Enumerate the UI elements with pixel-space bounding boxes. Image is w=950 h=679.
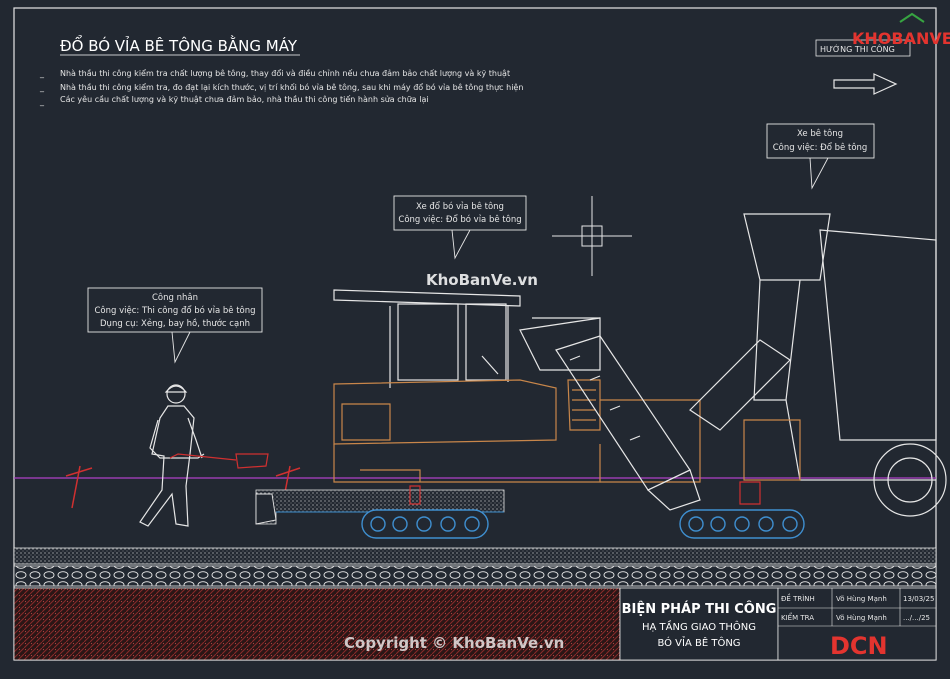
tb-row2-name: Võ Hùng Mạnh — [836, 614, 887, 622]
direction-label: HƯỚNG THI CÔNG — [820, 43, 895, 54]
callout-mixer-line1: Xe bê tông — [797, 128, 843, 139]
tb-sub-title-1: HẠ TẦNG GIAO THÔNG — [642, 619, 756, 633]
callout-mixer: Xe bê tông Công việc: Đổ bê tông — [766, 123, 875, 190]
watermark-center: KhoBanVe.vn — [426, 271, 538, 289]
hatch-area — [13, 587, 621, 661]
tb-row1-date: 13/03/25 — [903, 595, 934, 603]
note-bullet-2: _ — [39, 83, 45, 92]
callout-worker-line2: Công việc: Thi công đổ bó vỉa bê tông — [94, 305, 255, 316]
callout-worker: Công nhân Công việc: Thi công đổ bó vỉa … — [87, 287, 263, 364]
callout-paver: Xe đổ bó vỉa bê tông Công việc: Đổ bó vỉ… — [393, 195, 527, 260]
tb-main-title: BIỆN PHÁP THI CÔNG — [622, 601, 777, 617]
curb-paver-machine — [333, 289, 701, 505]
tb-row2-role: KIỂM TRA — [781, 612, 814, 622]
drawing-title: ĐỔ BÓ VỈA BÊ TÔNG BẰNG MÁY — [60, 34, 298, 55]
note-3: Các yêu cầu chất lượng và kỹ thuật chưa … — [60, 94, 429, 105]
curb-block — [255, 489, 505, 525]
paver-chute — [555, 335, 701, 511]
tb-row1-role: ĐỀ TRÌNH — [781, 593, 815, 603]
watermark-copyright: Copyright © KhoBanVe.vn — [344, 634, 564, 652]
callout-worker-line3: Dụng cụ: Xẻng, bay hồ, thước cạnh — [100, 318, 250, 329]
tb-sub-title-2: BÓ VỈA BÊ TÔNG — [657, 635, 740, 649]
crawler-tracks — [361, 509, 805, 539]
company-logo: DCN — [830, 632, 888, 660]
logo-text: KHOBANVE — [852, 29, 950, 48]
ground-layer-sand — [13, 547, 937, 565]
tb-row2-date: .../.../25 — [903, 614, 930, 622]
callout-paver-line1: Xe đổ bó vỉa bê tông — [416, 201, 504, 212]
note-bullet-1: _ — [39, 69, 45, 78]
tb-row1-name: Võ Hùng Mạnh — [836, 595, 887, 603]
callout-paver-line2: Công việc: Đổ bó vỉa bê tông — [398, 214, 521, 225]
callout-worker-line1: Công nhân — [152, 292, 198, 303]
direction-indicator: HƯỚNG THI CÔNG — [815, 39, 911, 95]
callout-mixer-line2: Công việc: Đổ bê tông — [773, 142, 868, 153]
cad-crosshair-icon — [552, 196, 632, 276]
ground-layer-gravel — [13, 565, 937, 587]
worker-figure — [139, 384, 269, 527]
arrow-right-icon — [833, 73, 898, 95]
title-block: BIỆN PHÁP THI CÔNG HẠ TẦNG GIAO THÔNG BÓ… — [13, 587, 937, 661]
concrete-mixer-truck — [689, 213, 947, 517]
note-2: Nhà thầu thi công kiểm tra, đo đạt lại k… — [60, 82, 523, 93]
note-bullet-3: _ — [39, 97, 45, 106]
khobanve-logo: KHOBANVE — [852, 12, 950, 48]
note-1: Nhà thầu thi công kiểm tra chất lượng bê… — [60, 68, 510, 79]
